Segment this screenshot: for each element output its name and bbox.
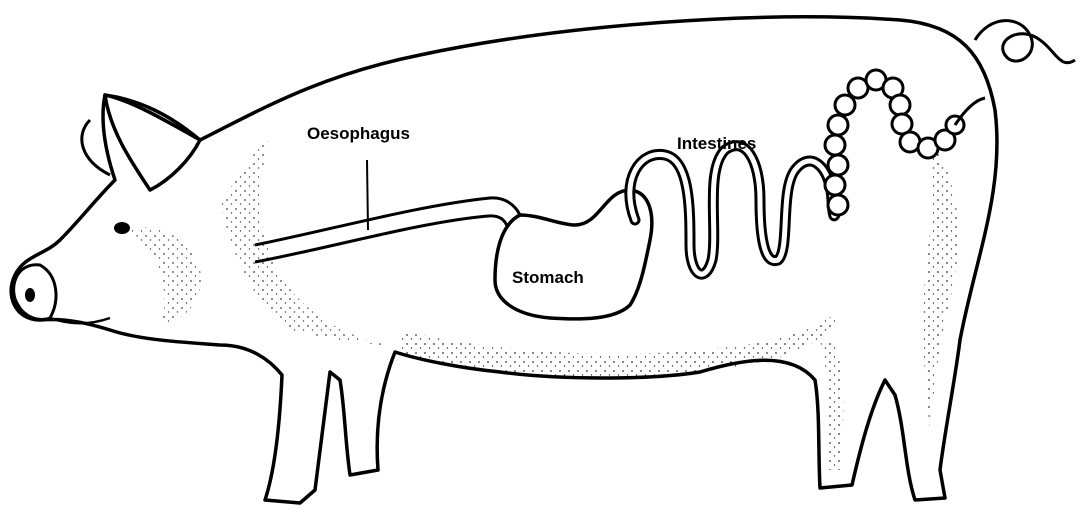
intestines-label: Intestines: [677, 134, 756, 154]
oesophagus-pointer-line: [367, 160, 368, 230]
oesophagus-label: Oesophagus: [307, 124, 410, 144]
stomach-label: Stomach: [512, 268, 584, 288]
pig-nostril: [25, 288, 35, 302]
pig-tail: [975, 21, 1075, 63]
pig-eye: [114, 222, 130, 234]
